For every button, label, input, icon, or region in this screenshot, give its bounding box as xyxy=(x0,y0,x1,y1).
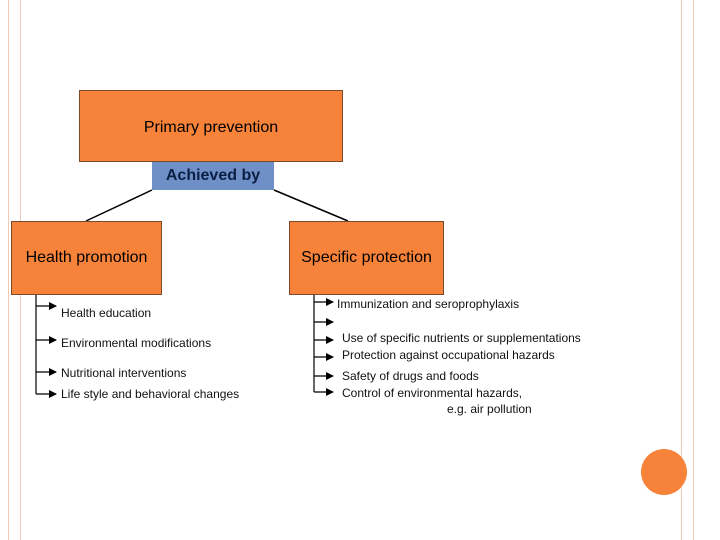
nutritional-interventions-item: Nutritional interventions xyxy=(61,366,187,380)
link-to-health-promotion xyxy=(85,189,153,222)
link-to-specific-protection xyxy=(273,189,349,222)
achieved-by-box: Achieved by xyxy=(152,162,274,190)
specific-nutrients-item: Use of specific nutrients or supplementa… xyxy=(342,331,581,345)
drugs-foods-item: Safety of drugs and foods xyxy=(342,369,479,383)
health-promotion-label: Health promotion xyxy=(25,249,148,266)
primary-prevention-box: Primary prevention xyxy=(79,90,343,162)
health-education-item: Health education xyxy=(61,306,152,320)
air-pollution-item: e.g. air pollution xyxy=(447,402,532,416)
decorative-orange-circle xyxy=(641,449,687,495)
frame-line-right-inner xyxy=(681,0,682,540)
specific-protection-label: Specific protection xyxy=(301,249,432,266)
environmental-modifications-item: Environmental modifications xyxy=(61,336,212,350)
immunization-item: Immunization and seroprophylaxis xyxy=(337,297,520,311)
achieved-by-label: Achieved by xyxy=(165,167,261,184)
occupational-hazards-item: Protection against occupational hazards xyxy=(342,348,555,362)
environmental-hazards-item: Control of environmental hazards, xyxy=(342,386,523,400)
life-style-item: Life style and behavioral changes xyxy=(61,387,240,401)
primary-prevention-label: Primary prevention xyxy=(143,119,279,136)
specific-protection-box: Specific protection xyxy=(289,221,444,295)
frame-line-right-outer xyxy=(693,0,694,540)
frame-line-left-outer xyxy=(8,0,9,540)
health-promotion-box: Health promotion xyxy=(11,221,162,295)
